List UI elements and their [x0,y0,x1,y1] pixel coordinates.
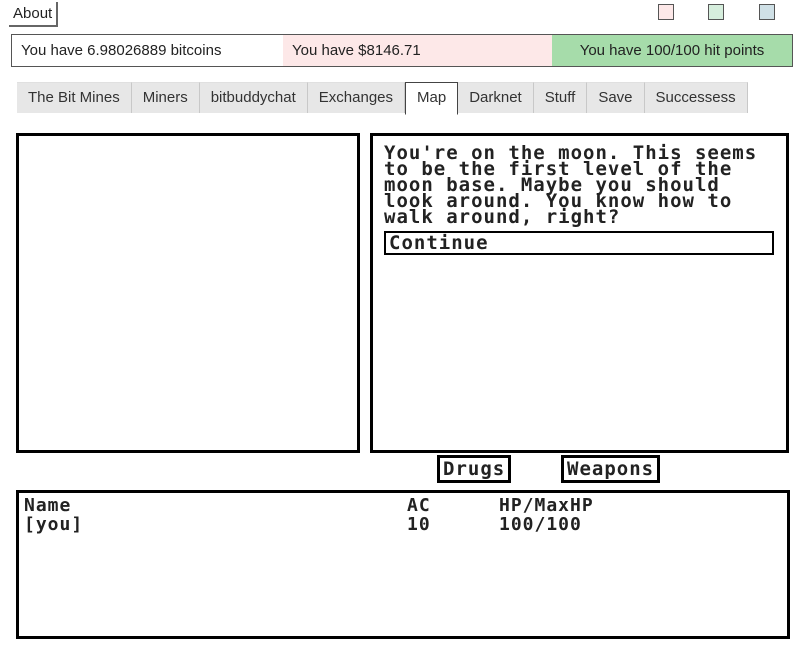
hit-points: You have 100/100 hit points [552,35,792,66]
tab-save[interactable]: Save [587,82,645,113]
story-text: You're on the moon. This seems to be the… [384,142,758,228]
tab-map[interactable]: Map [405,82,459,115]
story-panel: You're on the moon. This seems to be the… [370,133,789,453]
continue-button[interactable]: Continue [384,231,774,255]
map-view[interactable] [16,133,360,453]
name-column-header: Name [24,495,72,516]
roster-row: [you] 10 100/100 [24,515,782,534]
status-bar: You have 6.98026889 bitcoins You have $8… [11,34,793,67]
weapons-button[interactable]: Weapons [561,455,661,483]
bitcoin-balance: You have 6.98026889 bitcoins [12,35,283,66]
drugs-button[interactable]: Drugs [437,455,512,483]
tab-bar: The Bit Mines Miners bitbuddychat Exchan… [17,82,748,115]
tab-darknet[interactable]: Darknet [458,82,534,113]
theme-swatch-blue[interactable] [759,4,775,20]
tab-miners[interactable]: Miners [131,82,200,113]
party-roster: Name AC HP/MaxHP [you] 10 100/100 [16,490,790,639]
tab-bitbuddychat[interactable]: bitbuddychat [199,82,308,113]
hp-column-header: HP/MaxHP [499,495,594,516]
roster-hp: 100/100 [499,514,582,535]
tab-exchanges[interactable]: Exchanges [307,82,406,113]
roster-ac: 10 [407,514,431,535]
theme-swatch-pink[interactable] [658,4,674,20]
theme-swatch-green[interactable] [708,4,724,20]
tab-stuff[interactable]: Stuff [533,82,588,113]
roster-name: [you] [24,514,84,535]
ac-column-header: AC [407,495,431,516]
tab-the-bit-mines[interactable]: The Bit Mines [17,82,132,113]
roster-header: Name AC HP/MaxHP [24,496,782,515]
tab-successess[interactable]: Successess [644,82,748,113]
about-link[interactable]: About [9,2,59,27]
dollar-balance: You have $8146.71 [283,35,552,66]
